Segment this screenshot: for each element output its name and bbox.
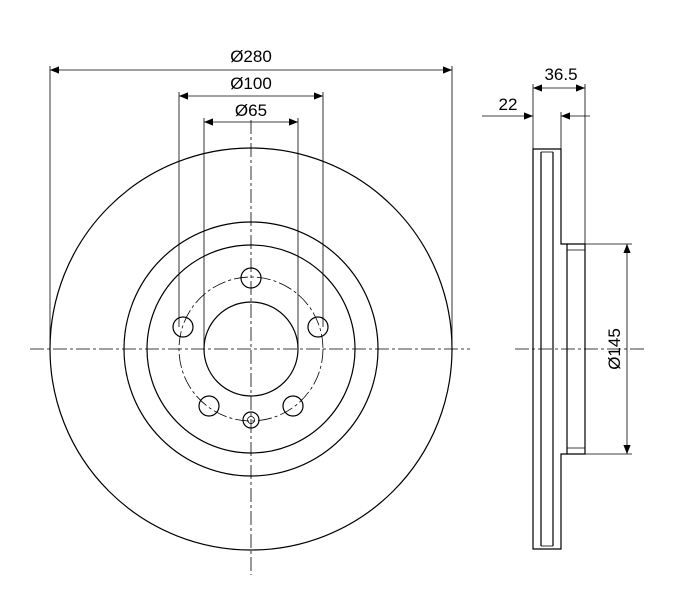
bolt-hole-lower-right [282, 395, 304, 417]
bolt-circle [178, 276, 324, 422]
friction-ring-inner-circle [123, 221, 379, 477]
bolt-circle-label: Ø100 [230, 74, 272, 93]
hat-diameter-dimension: Ø145 [585, 243, 632, 455]
outer-diameter-dimension: Ø280 [49, 47, 453, 349]
bolt-hole-lower-left [198, 395, 220, 417]
side-view [515, 148, 645, 550]
locating-screw-hole-inner [247, 416, 255, 424]
bolt-circle-dimension: Ø100 [178, 74, 324, 327]
front-view [30, 120, 470, 575]
bolt-hole-left [172, 316, 194, 338]
hat-diameter-label: Ø145 [605, 328, 624, 370]
overall-thickness-label: 36.5 [544, 65, 577, 84]
bolt-hole-top [240, 267, 262, 289]
disc-thickness-dimension: 22 [482, 95, 590, 149]
hat-outer-circle [146, 244, 356, 454]
outer-diameter-label: Ø280 [230, 47, 272, 66]
center-bore-dimension: Ø65 [203, 101, 299, 349]
hat-section-outline [567, 243, 586, 455]
disc-thickness-label: 22 [499, 95, 518, 114]
overall-thickness-dimension: 36.5 [532, 65, 586, 244]
locating-screw-hole [242, 411, 260, 429]
center-bore-label: Ø65 [235, 101, 267, 120]
bolt-hole-right [307, 316, 329, 338]
